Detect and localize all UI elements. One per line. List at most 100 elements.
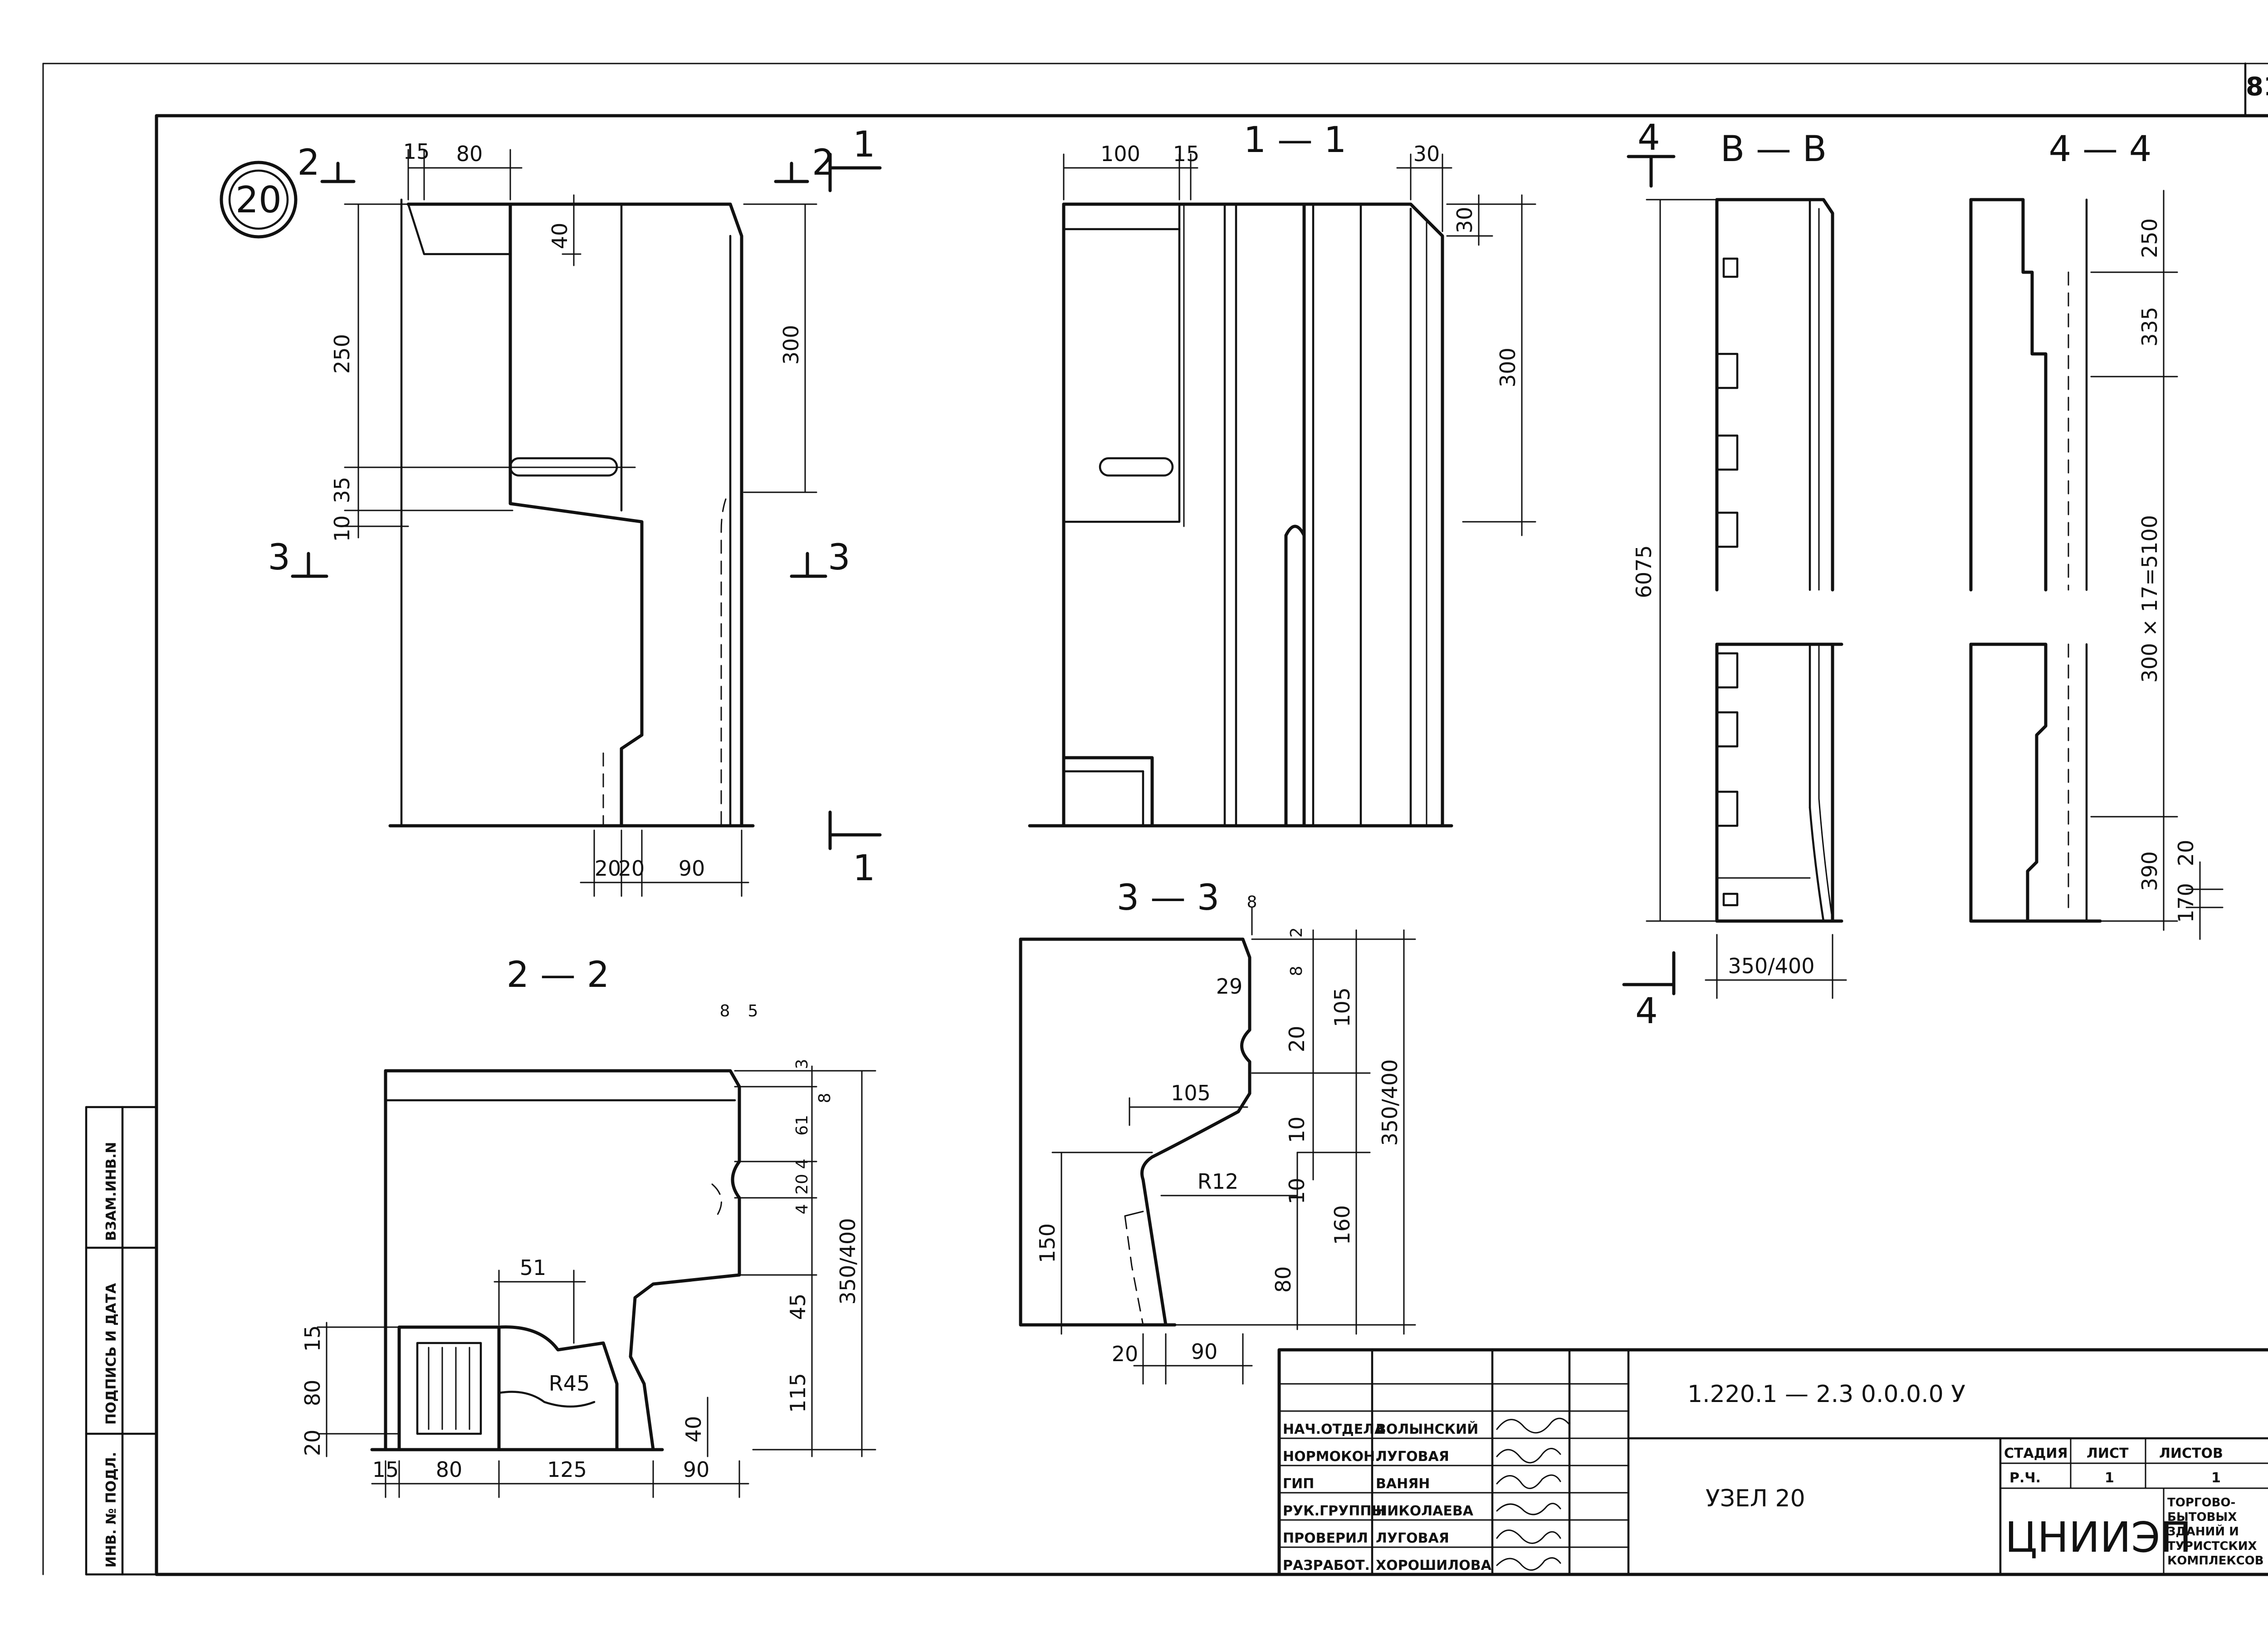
dim-s44-390: 390 bbox=[2137, 851, 2162, 891]
dim-s22-5: 5 bbox=[748, 1002, 758, 1020]
role-3: ГИП bbox=[1283, 1476, 1314, 1492]
dim-s33-350-400: 350/400 bbox=[1378, 1059, 1402, 1146]
dim-main-20a: 20 bbox=[595, 856, 621, 881]
dim-s44-20: 20 bbox=[2174, 840, 2198, 867]
cut-mark-1-bottom: 1 bbox=[853, 848, 875, 889]
dim-s33-20: 20 bbox=[1285, 1026, 1309, 1053]
dim-s33-90h: 90 bbox=[1191, 1339, 1218, 1364]
title-block: 1.220.1 — 2.3 0.0.0.0 У УЗЕЛ 20 НАЧ.ОТДЕ… bbox=[1277, 1348, 2268, 1576]
org-line-1: ТОРГОВО- bbox=[2167, 1496, 2235, 1510]
section-1-1-title: 1 — 1 bbox=[1244, 120, 1347, 161]
dim-s44-335: 335 bbox=[2137, 307, 2162, 347]
dim-main-20b: 20 bbox=[618, 856, 645, 881]
section-3-3: 3 — 3 8 2 8 29 105 20 105 350/400 10 R12 bbox=[1019, 877, 1416, 1385]
person-5: ЛУГОВАЯ bbox=[1376, 1530, 1449, 1546]
cut-mark-1-top: 1 bbox=[853, 124, 875, 165]
node-badge: 20 bbox=[220, 161, 298, 239]
section-b-b-title: В — В bbox=[1721, 129, 1827, 170]
org-name: ЦНИИЭП bbox=[2005, 1513, 2192, 1562]
dim-s44-170: 170 bbox=[2174, 883, 2198, 923]
dim-main-35: 35 bbox=[330, 477, 354, 504]
dim-s22-115: 115 bbox=[786, 1373, 810, 1413]
dim-s44-5100: 300 × 17=5100 bbox=[2137, 515, 2162, 683]
dim-s33-105v: 105 bbox=[1330, 987, 1354, 1027]
sheet-value: 1 bbox=[2105, 1470, 2114, 1486]
dim-s33-105h: 105 bbox=[1171, 1081, 1211, 1105]
section-b-b: В — В 4 4 6075 350/400 bbox=[1622, 118, 1847, 1032]
role-5: ПРОВЕРИЛ bbox=[1283, 1530, 1368, 1546]
doc-code: 1.220.1 — 2.3 0.0.0.0 У bbox=[1687, 1381, 1965, 1408]
cut-mark-3-right: 3 bbox=[828, 537, 850, 578]
role-2: НОРМОКОН. bbox=[1283, 1449, 1380, 1465]
dim-s22-20: 20 bbox=[793, 1174, 811, 1195]
dim-main-10: 10 bbox=[330, 515, 354, 542]
side-stamp: ВЗАМ.ИНВ.N ПОДПИСЬ И ДАТА ИНВ. № ПОДЛ. bbox=[85, 1106, 158, 1576]
sheet-label: ЛИСТ bbox=[2087, 1446, 2129, 1461]
dim-s22-350-400: 350/400 bbox=[836, 1218, 860, 1304]
stamp-orig-inv: ИНВ. № ПОДЛ. bbox=[103, 1452, 119, 1568]
person-2: ЛУГОВАЯ bbox=[1376, 1449, 1449, 1465]
dim-s22-8b: 8 bbox=[816, 1093, 834, 1103]
sheets-label: ЛИСТОВ bbox=[2159, 1446, 2223, 1461]
section-3-3-title: 3 — 3 bbox=[1117, 877, 1220, 918]
dim-main-40: 40 bbox=[547, 223, 572, 250]
dim-s33-r12: R12 bbox=[1198, 1169, 1239, 1194]
dim-s22-40: 40 bbox=[681, 1416, 706, 1443]
dim-main-250: 250 bbox=[330, 334, 354, 374]
stamp-replace-inv: ВЗАМ.ИНВ.N bbox=[103, 1142, 119, 1241]
dim-sbb-6075: 6075 bbox=[1632, 545, 1656, 598]
dim-s44-250: 250 bbox=[2137, 218, 2162, 258]
dim-s33-80: 80 bbox=[1271, 1266, 1295, 1293]
dim-s22-45: 45 bbox=[786, 1294, 810, 1320]
role-6: РАЗРАБОТ. bbox=[1283, 1558, 1370, 1574]
cut-mark-4-bottom: 4 bbox=[1635, 991, 1658, 1032]
dim-main-90: 90 bbox=[679, 856, 705, 881]
dim-s33-2: 2 bbox=[1287, 927, 1306, 938]
dim-s33-29: 29 bbox=[1216, 974, 1243, 999]
org-line-2: БЫТОВЫХ bbox=[2167, 1510, 2237, 1524]
dim-s22-15v: 15 bbox=[300, 1325, 325, 1352]
section-4-4-title: 4 — 4 bbox=[2049, 129, 2152, 170]
person-4: НИКОЛАЕВА bbox=[1376, 1503, 1474, 1519]
stamp-sign-date: ПОДПИСЬ И ДАТА bbox=[103, 1283, 119, 1425]
dim-s22-80v: 80 bbox=[300, 1380, 325, 1407]
dim-s11-30-side: 30 bbox=[1452, 207, 1477, 234]
dim-s22-80h: 80 bbox=[436, 1457, 463, 1482]
dim-s33-10b: 10 bbox=[1285, 1178, 1309, 1205]
person-1: ВОЛЫНСКИЙ bbox=[1376, 1421, 1478, 1437]
dim-s22-90h: 90 bbox=[683, 1457, 710, 1482]
dim-s11-300: 300 bbox=[1496, 348, 1520, 387]
dim-s22-61: 61 bbox=[793, 1115, 811, 1136]
dim-s11-100: 100 bbox=[1100, 142, 1140, 166]
dim-sbb-350-400: 350/400 bbox=[1728, 954, 1814, 978]
page-number: 81 bbox=[2246, 72, 2268, 102]
role-4: РУК.ГРУППЫ bbox=[1283, 1503, 1386, 1519]
org-line-5: КОМПЛЕКСОВ bbox=[2167, 1554, 2264, 1568]
dim-s22-125h: 125 bbox=[547, 1457, 587, 1482]
dim-s22-4b: 4 bbox=[793, 1204, 811, 1215]
dim-s22-8: 8 bbox=[720, 1002, 730, 1020]
cut-mark-3-left: 3 bbox=[268, 537, 290, 578]
dim-s22-51: 51 bbox=[520, 1255, 547, 1280]
dim-s11-30-top: 30 bbox=[1413, 142, 1440, 166]
dim-s22-15h: 15 bbox=[372, 1457, 399, 1482]
section-4-4: 4 — 4 250 335 300 × 17=5100 390 20 170 bbox=[1969, 129, 2224, 940]
org-line-3: ЗДАНИЙ И bbox=[2167, 1524, 2239, 1539]
person-3: ВАНЯН bbox=[1376, 1476, 1430, 1492]
section-2-2-title: 2 — 2 bbox=[507, 955, 610, 995]
dim-s33-8a: 8 bbox=[1247, 893, 1257, 912]
section-1-1: 1 — 1 100 15 30 30 300 bbox=[1028, 120, 1536, 828]
dim-main-300: 300 bbox=[779, 325, 803, 365]
dim-s11-15: 15 bbox=[1173, 142, 1200, 166]
cut-mark-2-left: 2 bbox=[297, 142, 320, 183]
person-6: ХОРОШИЛОВА bbox=[1376, 1558, 1492, 1574]
dim-s33-8b: 8 bbox=[1287, 966, 1306, 976]
node-name: УЗЕЛ 20 bbox=[1706, 1485, 1805, 1512]
sheets-value: 1 bbox=[2211, 1470, 2221, 1486]
signatures bbox=[1496, 1417, 1570, 1571]
dim-s33-20h: 20 bbox=[1112, 1342, 1139, 1366]
dim-main-15: 15 bbox=[403, 139, 430, 164]
org-line-4: ТУРИСТСКИХ bbox=[2167, 1539, 2257, 1553]
stage-value: Р.Ч. bbox=[2009, 1470, 2041, 1486]
